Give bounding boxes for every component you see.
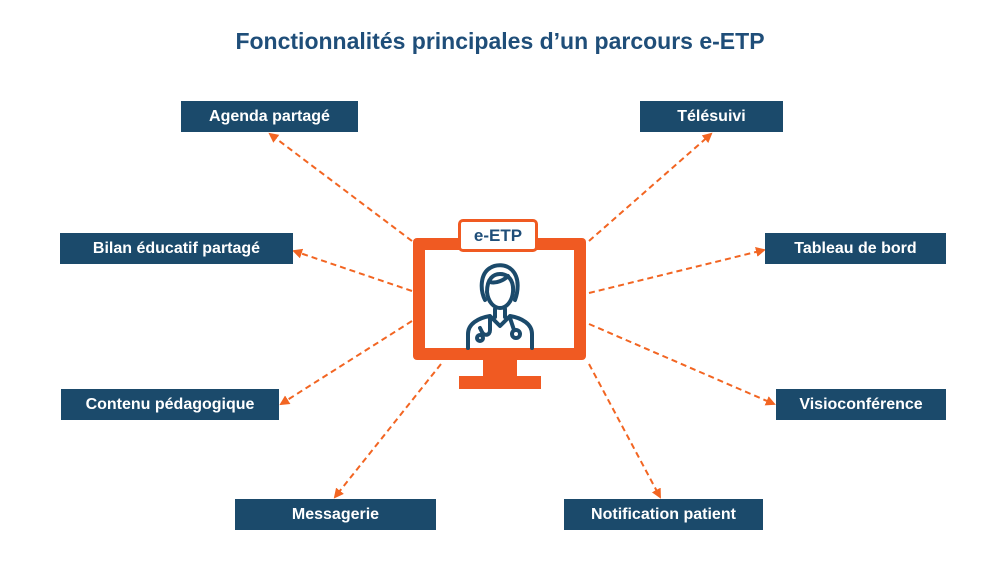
arrow-messagerie	[333, 363, 442, 499]
arrow-agenda	[268, 132, 413, 242]
diagram-title: Fonctionnalités principales d’un parcour…	[235, 28, 765, 54]
feature-notification-patient: Notification patient	[564, 499, 763, 530]
feature-tableau-de-bord: Tableau de bord	[765, 233, 946, 264]
etp-label: e-ETP	[458, 219, 538, 252]
feature-bilan-educatif: Bilan éducatif partagé	[60, 233, 293, 264]
arrow-bilan	[292, 248, 413, 292]
monitor-stand-base	[459, 376, 541, 389]
arrow-contenu	[279, 320, 413, 406]
feature-agenda-partage: Agenda partagé	[181, 101, 358, 132]
arrow-visio	[588, 323, 776, 406]
feature-telesuivi: Télésuivi	[640, 101, 783, 132]
doctor-icon	[466, 263, 534, 350]
arrow-telesuivi	[588, 132, 713, 242]
feature-messagerie: Messagerie	[235, 499, 436, 530]
feature-contenu-pedagogique: Contenu pédagogique	[61, 389, 279, 420]
arrow-tableau	[588, 247, 766, 294]
monitor-stand-neck	[483, 360, 517, 376]
feature-visioconference: Visioconférence	[776, 389, 946, 420]
arrow-notification	[588, 363, 661, 499]
